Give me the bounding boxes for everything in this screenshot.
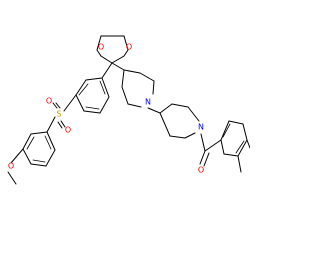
bond [78,83,89,96]
bond [199,150,206,165]
bond [242,123,248,141]
background [0,0,250,250]
bond [147,107,161,114]
bond [127,103,142,108]
bond [46,116,56,133]
bond [204,139,222,152]
sulfonyl-oxygen-label: O [46,97,52,106]
bond [46,131,56,151]
bond [30,163,47,167]
bond [57,121,63,129]
bond [7,171,17,185]
bond [75,79,87,96]
bond [45,149,56,167]
bond [123,35,129,51]
bond [220,120,230,141]
bond [121,86,129,105]
bond [96,49,113,64]
ketal-oxygen-label: O [126,43,132,52]
bond [101,77,110,98]
structure-canvas: O O S O O O N N O [0,0,251,250]
bond [184,132,196,139]
bond [75,94,85,112]
bond [26,136,35,150]
bond [99,80,106,95]
bond [223,153,239,157]
bond [121,69,125,88]
sulfur-label: S [56,110,61,119]
bond [111,49,129,64]
bond [96,35,102,51]
bond [83,110,101,114]
piperidine-nitrogen-label: N [145,98,151,107]
bond [22,148,32,165]
atom-label-layer: O O S O O O N N O [8,43,204,175]
bond [111,62,125,71]
methoxy-oxygen-label: O [8,162,14,171]
bond [55,102,61,109]
bond [246,139,251,149]
bond [159,103,173,114]
bond [63,94,77,112]
bond [99,96,110,114]
bond [44,135,52,150]
bond [200,133,206,152]
bond [222,123,231,138]
bond [22,133,32,150]
bond [85,106,100,110]
bond [187,106,200,122]
bond [237,155,242,173]
bond [123,69,141,74]
ketal-oxygen-label: O [98,43,104,52]
bond-layer [7,35,251,185]
bond [228,120,244,125]
bond [203,152,210,167]
bond [159,112,171,137]
bond [32,159,46,163]
molecule-diagram: O O S O O O N N O [0,0,251,250]
bond [152,80,155,95]
piperidine-nitrogen-label: N [198,123,204,132]
bond [139,72,155,82]
bond [235,140,245,154]
sulfonyl-oxygen-label: O [65,126,71,135]
bond [85,77,103,81]
bond [220,139,225,155]
carbonyl-oxygen-label: O [198,166,204,175]
bond [10,148,24,164]
bond [52,102,58,109]
bond [171,103,189,108]
bond [60,120,66,128]
bond [30,131,48,135]
bond [169,135,186,139]
bond [237,139,248,157]
bond [101,62,113,79]
